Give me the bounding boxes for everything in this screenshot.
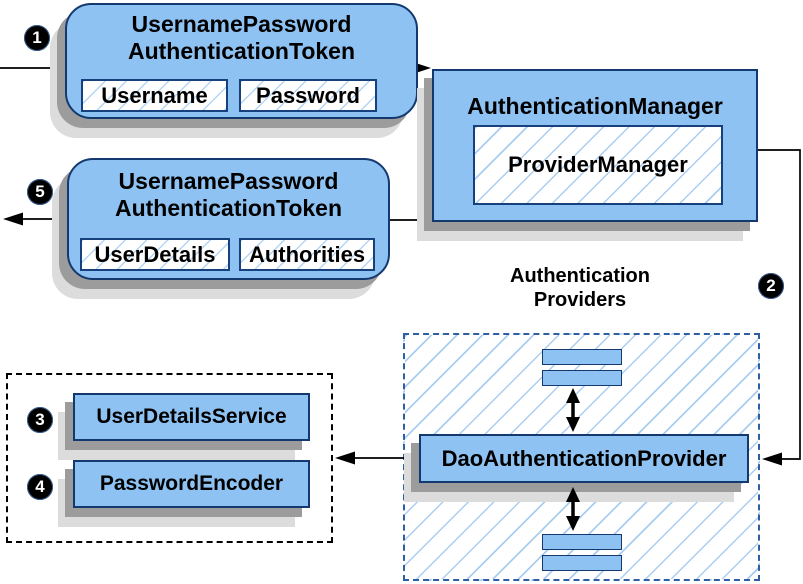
connector-daoprovider-to-services bbox=[335, 451, 410, 465]
providers-label-line2: Providers bbox=[533, 289, 627, 311]
step-badge-2: 2 bbox=[758, 273, 784, 299]
step-badge-4: 4 bbox=[27, 474, 53, 500]
providers-label-line1: Authentication bbox=[510, 265, 650, 287]
authentication-providers-label: Authentication Providers bbox=[455, 264, 705, 312]
provider-manager-box: ProviderManager bbox=[473, 125, 723, 205]
provider-bar-bottom-2 bbox=[542, 555, 622, 571]
password-field: Password bbox=[239, 79, 377, 112]
password-encoder-box: PasswordEncoder bbox=[73, 460, 310, 508]
authorities-field: Authorities bbox=[239, 238, 375, 271]
step-badge-1: 1 bbox=[24, 25, 50, 51]
provider-bar-top-1 bbox=[542, 349, 622, 365]
authentication-manager-box: AuthenticationManager ProviderManager bbox=[432, 69, 758, 222]
authentication-manager-title: AuthenticationManager bbox=[467, 93, 723, 119]
user-details-field: UserDetails bbox=[80, 238, 230, 271]
provider-bar-bottom-1 bbox=[542, 534, 622, 550]
step-badge-5: 5 bbox=[27, 179, 53, 205]
provider-bar-top-2 bbox=[542, 370, 622, 386]
result-token-title-line1: UsernamePassword bbox=[118, 168, 339, 194]
connector-authmanager-to-daoprovider bbox=[758, 149, 801, 466]
request-token-title-line2: AuthenticationToken bbox=[127, 38, 355, 64]
dao-authentication-provider-box: DaoAuthenticationProvider bbox=[419, 434, 749, 483]
result-token-box: UsernamePassword AuthenticationToken Use… bbox=[67, 158, 390, 280]
request-token-box: UsernamePassword AuthenticationToken Use… bbox=[65, 3, 418, 119]
result-token-title-line2: AuthenticationToken bbox=[114, 195, 342, 221]
request-token-title-line1: UsernamePassword bbox=[131, 11, 352, 37]
user-details-service-box: UserDetailsService bbox=[73, 393, 310, 441]
connector-step5-out bbox=[3, 212, 70, 226]
username-field: Username bbox=[81, 79, 228, 112]
step-badge-3: 3 bbox=[27, 407, 53, 433]
